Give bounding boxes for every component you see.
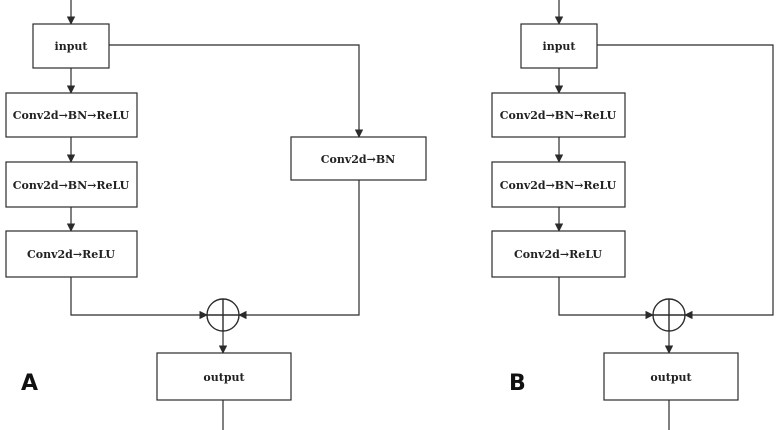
b-input-label: input — [543, 40, 577, 53]
wire-a-input-shortcut — [109, 44, 364, 138]
b-input-box: input — [520, 23, 598, 69]
b-output-box: output — [603, 352, 739, 401]
b-output-label: output — [650, 371, 692, 384]
a-sum-node-icon — [206, 298, 240, 332]
a-input-box: input — [32, 23, 110, 69]
wire-b-identity-sum — [597, 44, 774, 320]
b-conv1-label: Conv2d→BN→ReLU — [500, 109, 617, 122]
wire-b-conv3-sum — [558, 277, 654, 320]
a-conv2-label: Conv2d→BN→ReLU — [13, 179, 130, 192]
a-output-box: output — [156, 352, 292, 401]
a-shortcut-box: Conv2d→BN — [290, 136, 427, 181]
panel-a-label: A — [21, 371, 38, 396]
b-conv1-box: Conv2d→BN→ReLU — [491, 92, 626, 138]
a-conv3-box: Conv2d→ReLU — [5, 230, 138, 278]
a-input-label: input — [55, 40, 89, 53]
a-conv1-label: Conv2d→BN→ReLU — [13, 109, 130, 122]
wire-a-shortcut-sum — [238, 180, 360, 320]
wire-a-conv3-sum — [70, 277, 208, 320]
a-conv2-box: Conv2d→BN→ReLU — [5, 161, 138, 208]
b-conv2-box: Conv2d→BN→ReLU — [491, 161, 626, 208]
a-shortcut-label: Conv2d→BN — [321, 153, 395, 166]
b-sum-node-icon — [652, 298, 686, 332]
panel-a: input Conv2d→BN→ReLU Conv2d→BN→ReLU Conv… — [5, 0, 427, 430]
panel-b-label: B — [509, 371, 526, 396]
b-conv2-label: Conv2d→BN→ReLU — [500, 179, 617, 192]
a-conv1-box: Conv2d→BN→ReLU — [5, 92, 138, 138]
a-output-label: output — [203, 371, 245, 384]
panel-b: input Conv2d→BN→ReLU Conv2d→BN→ReLU Conv… — [491, 0, 774, 430]
b-conv3-box: Conv2d→ReLU — [491, 230, 626, 278]
a-conv3-label: Conv2d→ReLU — [27, 248, 115, 261]
b-conv3-label: Conv2d→ReLU — [514, 248, 602, 261]
